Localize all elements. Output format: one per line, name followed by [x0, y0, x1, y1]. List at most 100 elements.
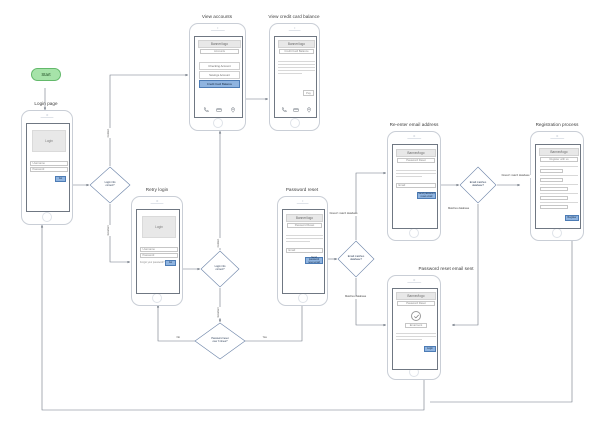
ccb-bottom-nav[interactable]: [278, 106, 315, 114]
reg-register-label: Register: [567, 215, 577, 219]
reg-input-1[interactable]: [540, 169, 563, 173]
reg-label-line: [540, 202, 578, 203]
phone-camera: [556, 135, 558, 137]
phone-camera: [216, 27, 219, 29]
pres-login-button[interactable]: Login: [424, 346, 436, 352]
retry-helper-text[interactable]: Forgot your password?: [140, 261, 165, 264]
phone-home-button[interactable]: [289, 118, 300, 128]
reg-input-4[interactable]: [540, 196, 568, 200]
phone-retry-login: Login Username Password Forgot your pass…: [131, 196, 183, 306]
account-row-savings-label: Savings Account: [209, 73, 230, 77]
phone-icon[interactable]: [281, 107, 287, 113]
login-page-screen: Login Username Password Go: [26, 123, 70, 212]
view-accounts-screen: Banner/logo Accounts Checking Account Sa…: [194, 36, 243, 118]
registration-process-screen: Banner/logo Register with us Register: [535, 144, 581, 229]
pres-banner-label: Banner/logo: [407, 294, 425, 298]
phone-home-button[interactable]: [212, 118, 223, 128]
re-enter-email-title: Re-enter email address: [389, 122, 439, 127]
password-reset-title: Password reset: [285, 187, 319, 192]
login-hero-image: Login: [32, 130, 66, 152]
phone-camera: [46, 114, 48, 116]
phone-icon[interactable]: [203, 107, 209, 113]
retry-login-title: Retry login: [145, 187, 169, 192]
edge-label-correct-mid: Correct: [217, 238, 221, 248]
pr-text-line: [286, 235, 323, 236]
reg-input-2[interactable]: [540, 178, 563, 182]
accounts-bottom-nav[interactable]: [199, 106, 240, 114]
pr-subtitle-label: Password Reset: [294, 224, 315, 227]
edge-label-incorrect-mid: Incorrect: [217, 306, 221, 318]
account-row-savings[interactable]: Savings Account: [199, 71, 240, 79]
card-icon[interactable]: [216, 107, 223, 113]
ree-email-label: Email: [398, 184, 406, 187]
retry-password-label: Password: [142, 254, 155, 257]
ree-text-line: [396, 176, 422, 177]
ccb-pay-button[interactable]: Pay: [303, 90, 314, 96]
account-row-checking-label: Checking Account: [208, 64, 231, 68]
ree-subtitle-label: Password Reset: [406, 159, 426, 162]
accounts-subtitle-label: Accounts: [213, 50, 226, 53]
retry-password-field[interactable]: Password: [140, 253, 178, 258]
re-enter-email-screen: Banner/logo Password Reset Email Send pa…: [392, 144, 438, 229]
ree-email-field[interactable]: Email: [396, 183, 436, 188]
ccb-text-line: [278, 64, 315, 65]
phone-camera: [156, 200, 158, 202]
ree-banner-label: Banner/logo: [407, 151, 425, 155]
reg-input-5[interactable]: [540, 205, 568, 209]
pres-login-label: Login: [427, 346, 433, 350]
view-accounts-title: View accounts: [201, 14, 233, 19]
phone-home-button[interactable]: [552, 228, 562, 238]
account-row-credit-card[interactable]: Credit Card Balance: [199, 80, 240, 88]
retry-username-field[interactable]: Username: [140, 247, 178, 252]
reg-input-3[interactable]: [540, 187, 568, 191]
reg-banner: Banner/logo: [539, 148, 579, 156]
ree-subtitle: Password Reset: [397, 158, 435, 163]
phone-home-button[interactable]: [152, 293, 162, 303]
edge-label-matches-1: Matches database: [338, 295, 374, 299]
edge-label-correct-top: Correct: [107, 128, 111, 138]
phone-camera: [293, 27, 296, 29]
login-go-button[interactable]: Go: [55, 176, 66, 182]
retry-go-button[interactable]: Go: [165, 260, 176, 266]
phone-speaker: [296, 203, 309, 205]
card-icon[interactable]: [293, 107, 300, 113]
phone-home-button[interactable]: [409, 228, 419, 238]
password-field-label: Password: [32, 168, 45, 171]
ree-send-button[interactable]: Send password reset email: [417, 192, 436, 199]
ccb-subtitle: Credit Card Balance: [279, 49, 314, 54]
phone-camera: [413, 279, 415, 281]
reg-subtitle: Register with us: [540, 157, 578, 162]
username-field[interactable]: Username: [30, 161, 68, 166]
pr-send-button[interactable]: Send password reset email: [305, 255, 323, 264]
pr-banner: Banner/logo: [286, 214, 323, 222]
pr-send-label: Send password reset email: [308, 255, 320, 264]
accounts-banner-label: Banner/logo: [210, 42, 229, 46]
phone-home-button[interactable]: [42, 211, 52, 222]
location-pin-icon[interactable]: [306, 107, 312, 113]
decision-password-reset-times: Password reset over 3 times?: [194, 322, 246, 360]
reg-label-line: [540, 166, 578, 167]
ccb-text-line: [278, 73, 302, 74]
phone-speaker: [288, 30, 301, 32]
password-reset-email-sent-screen: Banner/logo Password Reset Email sent Lo…: [392, 288, 438, 370]
location-pin-icon[interactable]: [230, 107, 236, 113]
ccb-banner-label: Banner/logo: [287, 42, 306, 46]
reg-label-line: [540, 193, 578, 194]
retry-go-label: Go: [168, 260, 173, 264]
pres-confirm-label: Email sent: [405, 323, 427, 328]
reg-register-button[interactable]: Register: [565, 215, 579, 221]
login-page-title: Login page: [34, 101, 58, 106]
reg-subtitle-label: Register with us: [549, 158, 569, 161]
phone-speaker: [407, 282, 421, 284]
ree-text-line: [396, 170, 436, 171]
ccb-pay-label: Pay: [306, 91, 311, 95]
phone-home-button[interactable]: [297, 293, 308, 303]
pr-email-field[interactable]: Email: [286, 248, 323, 253]
password-field[interactable]: Password: [30, 167, 68, 172]
ccb-text-line: [278, 67, 315, 68]
phone-speaker: [150, 203, 164, 205]
ccb-banner: Banner/logo: [278, 40, 315, 48]
account-row-checking[interactable]: Checking Account: [199, 62, 240, 70]
pr-banner-label: Banner/logo: [295, 216, 314, 220]
